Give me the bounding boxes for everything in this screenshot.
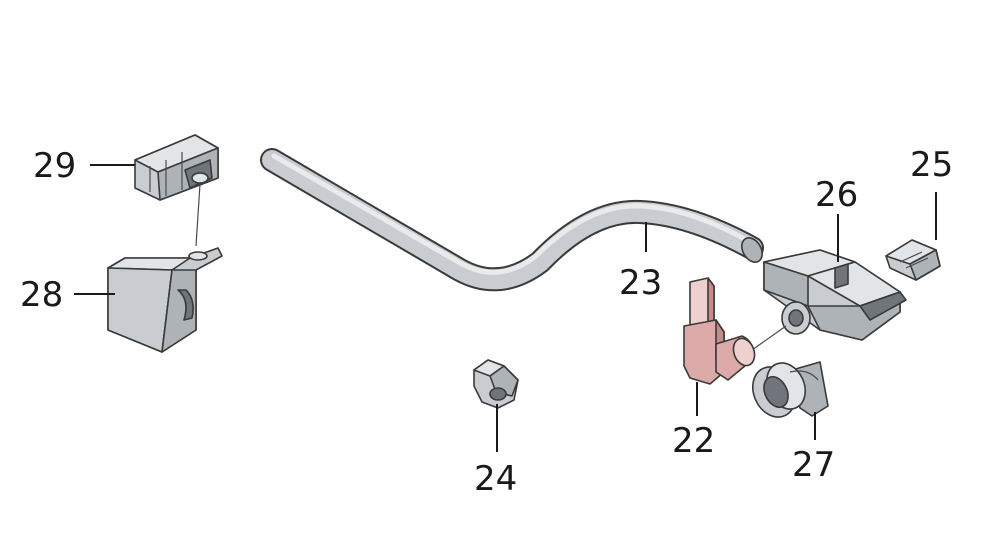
callout-23: 23 <box>619 263 662 303</box>
callout-27: 27 <box>792 445 835 485</box>
callout-29: 29 <box>33 146 76 186</box>
callout-24: 24 <box>474 459 517 499</box>
part-23-hose <box>260 148 764 292</box>
part-29-clip <box>134 134 219 247</box>
part-24-clip <box>473 359 519 409</box>
callout-25: 25 <box>910 145 953 185</box>
part-28-bracket <box>107 247 223 353</box>
part-25-clip <box>885 239 941 281</box>
callout-28: 28 <box>20 275 63 315</box>
part-26-connector <box>751 249 907 351</box>
callout-22: 22 <box>672 421 715 461</box>
part-27-grommet <box>752 361 829 418</box>
callout-26: 26 <box>815 175 858 215</box>
part-22-sensor <box>683 277 756 385</box>
